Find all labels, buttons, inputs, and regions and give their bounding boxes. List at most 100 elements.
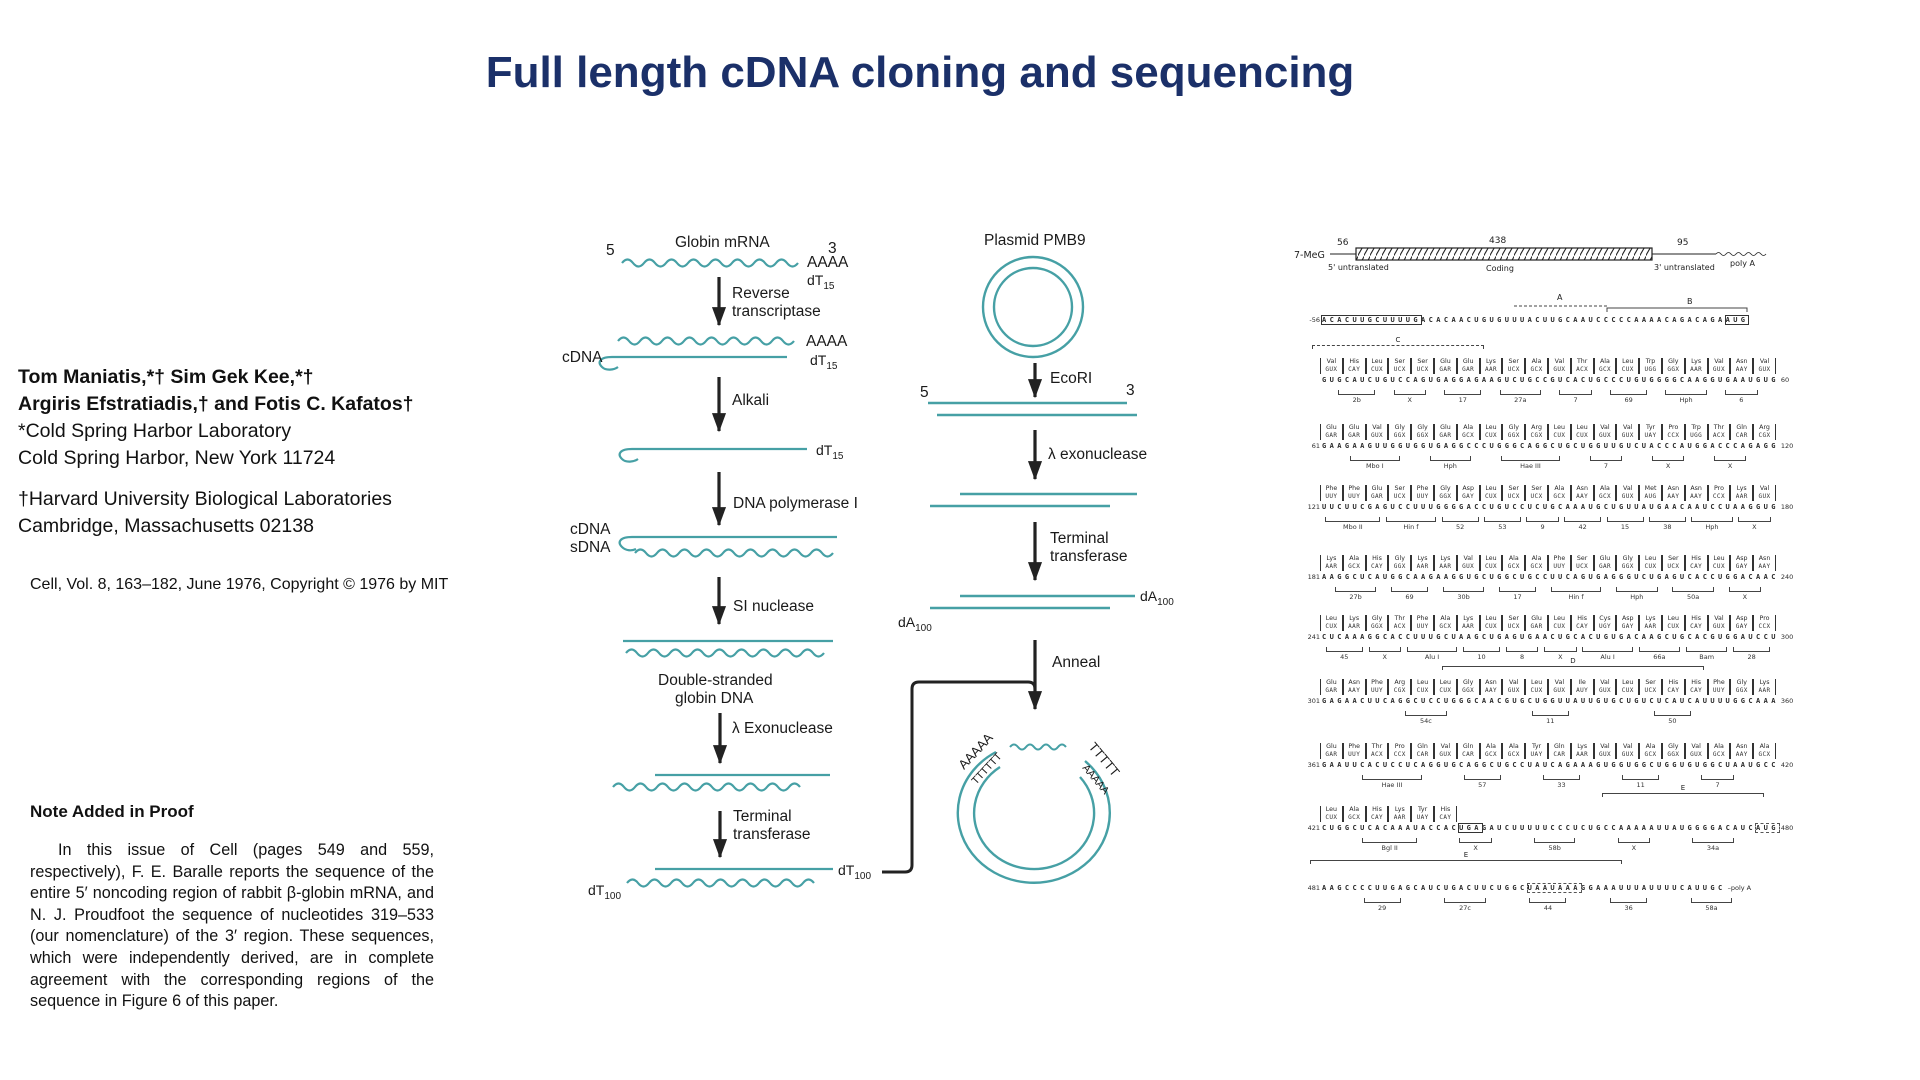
degenerate-codon: GGX (1507, 432, 1520, 439)
fragment-bracket (1325, 647, 1363, 652)
amino-acid-name: Lys (1394, 806, 1405, 813)
fragment-label: 69 (1405, 593, 1414, 601)
amino-acid-name: Pro (1759, 615, 1770, 622)
amino-acid-name: Gly (1440, 485, 1451, 492)
fragment: 52 (1441, 517, 1479, 531)
degenerate-codon: GAR (1598, 563, 1611, 570)
amino-acid-name: Glu (1440, 358, 1451, 365)
lambda-exonuclease-right-label: λ exonuclease (1048, 446, 1147, 463)
degenerate-codon: GCX (1462, 432, 1475, 439)
fragment-bracket (1685, 647, 1728, 652)
affiliation-line: *Cold Spring Harbor Laboratory (18, 420, 292, 442)
fragment-bracket (1582, 647, 1633, 652)
amino-acid-name: Thr (1394, 615, 1405, 622)
amino-acid-name: Gly (1371, 615, 1383, 622)
fragment-label: X (1558, 653, 1563, 661)
fragment: Bam (1685, 647, 1728, 661)
amino-acid-name: Leu (1485, 555, 1497, 562)
degenerate-codon: GGX (1393, 563, 1406, 570)
fragment-bracket (1526, 517, 1559, 522)
nucleotide-sequence: CUCAAAGGCACCUUUGCUAAGCUGAGUGAACUGCACUGUG… (1322, 633, 1779, 641)
fragment: 33 (1542, 775, 1580, 789)
fragment-bracket (1648, 517, 1686, 522)
fragment: 27a (1499, 390, 1542, 404)
fragment-label: 29 (1378, 904, 1387, 912)
fragment-bracket (1334, 587, 1377, 592)
amino-acid-name: Val (1714, 615, 1724, 622)
degenerate-codon: GUX (1598, 432, 1611, 439)
anneal-label: Anneal (1052, 654, 1100, 671)
degenerate-codon: CAY (1370, 563, 1384, 570)
amino-acid-name: Ser (1508, 485, 1519, 492)
fragment: 7 (1559, 390, 1592, 404)
fragment: Hae III (1500, 456, 1561, 470)
amino-acid-name: Lys (1736, 485, 1747, 492)
amino-acid-name: His (1691, 555, 1702, 562)
fragment: Mbo II (1325, 517, 1381, 531)
fragment: Mbo I (1349, 456, 1401, 470)
sequence-segment: AAGCCCCUUGAGCAUCUGACUUCUGGC (1322, 884, 1528, 892)
amino-acid-name: His (1691, 679, 1702, 686)
degenerate-codon: GUX (1712, 623, 1725, 630)
amino-acid-name: Phe (1416, 485, 1429, 492)
amino-acid-name: Thr (1576, 358, 1588, 365)
amino-acid-name: Leu (1485, 615, 1497, 622)
degenerate-codon: UUY (1712, 687, 1725, 694)
degenerate-codon: ACX (1576, 366, 1589, 373)
amino-acid-name: Val (1554, 358, 1565, 365)
fragment-label: 28 (1747, 653, 1756, 661)
degenerate-codon: UUY (1370, 687, 1384, 694)
degenerate-codon: CUX (1325, 814, 1338, 821)
fragment-bracket (1559, 390, 1592, 395)
degenerate-codon: CUX (1484, 623, 1497, 630)
amino-acid-name: Asp (1735, 555, 1748, 562)
fragment-bracket (1691, 517, 1733, 522)
degenerate-codon: UUY (1416, 493, 1429, 500)
dt15-label-3: dT15 (816, 442, 844, 462)
cdna-label: cDNA (562, 349, 603, 366)
amino-acid-name: Ser (1531, 485, 1542, 492)
degenerate-codon: CAR (1462, 751, 1475, 758)
section-bracket-label: E (1463, 851, 1469, 859)
degenerate-codon: CUX (1621, 366, 1634, 373)
fragment-label: X (1752, 523, 1757, 531)
journal-citation: Cell, Vol. 8, 163–182, June 1976, Copyri… (30, 576, 449, 593)
position-number-left: 361 (1307, 761, 1320, 769)
fragment-label: 54c (1419, 717, 1432, 725)
degenerate-codon: CAY (1667, 687, 1680, 694)
amino-acid-name: Trp (1645, 358, 1656, 365)
reverse-transcriptase-label-1: Reverse (732, 285, 790, 302)
amino-acid-name: Ala (1463, 424, 1474, 431)
amino-acid-name: Leu (1713, 555, 1725, 562)
degenerate-codon: GUX (1758, 366, 1771, 373)
amino-acid-name: Ala (1440, 615, 1451, 622)
recombinant-inner-arc (972, 765, 1096, 871)
position-number-right: –poly A (1727, 884, 1752, 892)
degenerate-codon: GAR (1325, 751, 1338, 758)
fragment-label: 17 (1513, 593, 1522, 601)
amino-acid-name: Ile (1578, 679, 1586, 686)
